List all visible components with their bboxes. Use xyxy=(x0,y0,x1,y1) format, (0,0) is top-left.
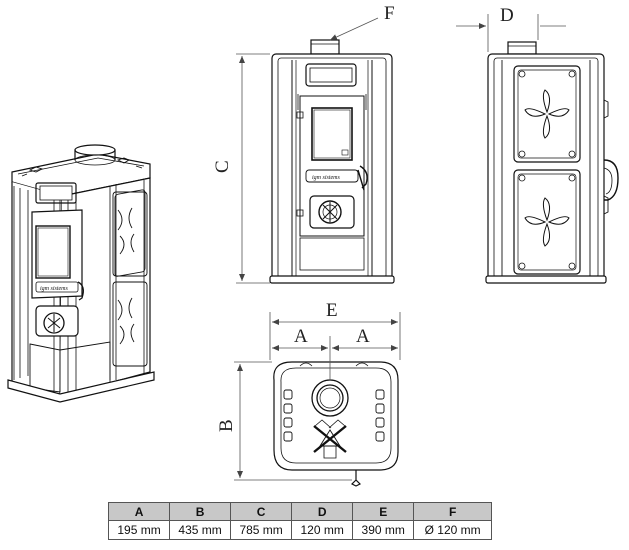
dimension-c xyxy=(236,53,270,284)
table-cell: 120 mm xyxy=(291,520,354,540)
table-cell: 785 mm xyxy=(230,520,293,540)
stove-technical-drawing: igm sistems xyxy=(7,3,619,487)
table-cell: 390 mm xyxy=(352,520,415,540)
dimension-e xyxy=(269,312,401,360)
dimension-f-label: F xyxy=(384,3,395,24)
dimension-a-right-label: A xyxy=(356,326,370,347)
dimension-b xyxy=(234,361,352,481)
table-header-cell: F xyxy=(413,502,492,521)
table-header-cell: D xyxy=(291,502,354,521)
table-header-cell: B xyxy=(169,502,232,521)
table-header-cell: A xyxy=(107,502,171,521)
dimensions-table: A B C D E F 195 mm 435 mm 785 mm 120 mm … xyxy=(107,502,492,540)
table-row: 195 mm 435 mm 785 mm 120 mm 390 mm Ø 120… xyxy=(107,520,492,540)
dimension-d-label: D xyxy=(500,5,514,26)
perspective-view xyxy=(7,144,155,403)
front-view xyxy=(269,39,395,284)
side-view xyxy=(485,41,619,284)
table-header-row: A B C D E F xyxy=(107,502,492,521)
table-cell: 435 mm xyxy=(169,520,232,540)
dimension-d xyxy=(456,14,566,52)
dimension-a xyxy=(272,336,398,380)
front-brand-label: igm sistems xyxy=(312,175,341,181)
dimension-e-label: E xyxy=(326,300,338,321)
table-cell: 195 mm xyxy=(107,520,171,540)
table-header-cell: E xyxy=(352,502,415,521)
dimension-a-left-label: A xyxy=(294,326,308,347)
dimension-b-label: B xyxy=(216,419,237,432)
dimension-c-label: C xyxy=(212,160,233,173)
dimension-f xyxy=(329,17,379,41)
perspective-brand-label: igm sistems xyxy=(40,286,69,292)
table-cell: Ø 120 mm xyxy=(413,520,492,540)
table-header-cell: C xyxy=(230,502,293,521)
top-view xyxy=(273,361,399,487)
